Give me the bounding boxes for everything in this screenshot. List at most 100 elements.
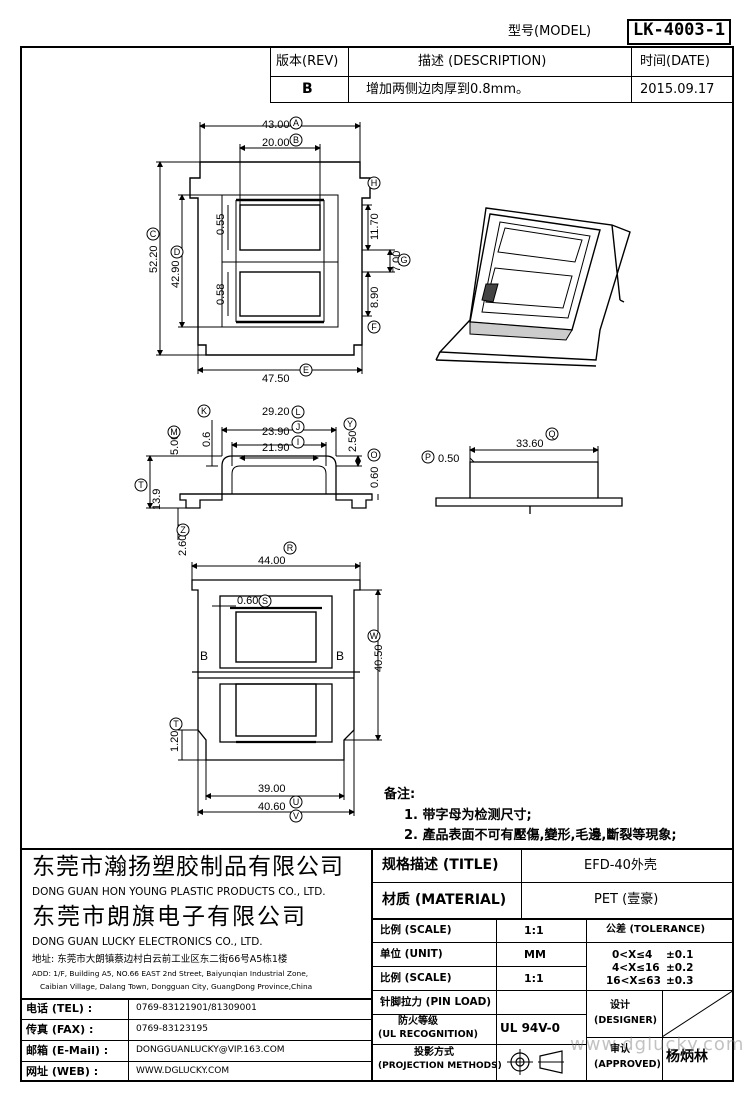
note-1: 1. 带字母为检测尺寸;	[404, 808, 532, 823]
dim-V-value: 40.60	[258, 801, 286, 813]
dim-B-value: 20.00	[262, 137, 290, 149]
tolerance-value-3: ±0.3	[666, 975, 694, 987]
svg-text:D: D	[174, 247, 181, 257]
marker-E	[299, 363, 313, 377]
designer-label-cn: 设计	[610, 1000, 630, 1011]
marker-C	[146, 227, 160, 241]
svg-text:J: J	[296, 422, 301, 432]
desc-label: 描述 (DESCRIPTION)	[418, 54, 547, 69]
pin-load-label: 针脚拉力 (PIN LOAD)	[380, 996, 492, 1008]
tolerance-range-2: 4<X≤16	[612, 962, 660, 974]
rev-label: 版本(REV)	[276, 54, 339, 69]
top-view-window-lower	[239, 271, 321, 317]
approved-label-en: (APPROVED)	[594, 1059, 661, 1070]
contact-tel-label: 电话 (TEL) :	[26, 1002, 93, 1015]
marker-V	[289, 809, 303, 823]
svg-text:F: F	[371, 322, 377, 332]
svg-text:G: G	[400, 255, 407, 265]
rev-value: B	[302, 81, 313, 97]
unit-label: 单位 (UNIT)	[380, 948, 443, 960]
marker-G	[397, 253, 411, 267]
scale-value: 1:1	[524, 924, 544, 937]
dim-A-value: 43.00	[262, 119, 290, 131]
address-en-1: ADD: 1/F, Building A5, NO.66 EAST 2nd St…	[32, 969, 309, 978]
svg-text:Z: Z	[180, 525, 186, 535]
material-value: PET (壹豪)	[594, 892, 659, 907]
note-2: 2. 產品表面不可有壓傷,變形,毛邊,斷裂等現象;	[404, 828, 677, 843]
contact-email-label: 邮箱 (E-Mail) :	[26, 1044, 109, 1057]
marker-I	[291, 435, 305, 449]
marker-T2	[169, 717, 183, 731]
company-name-2-cn: 东莞市朗旗电子有限公司	[32, 904, 307, 930]
svg-text:I: I	[297, 437, 300, 447]
revision-table	[270, 46, 734, 103]
svg-text:R: R	[287, 543, 294, 553]
marker-W	[367, 629, 381, 643]
ul-label-cn: 防火等级	[398, 1016, 438, 1027]
dim-U-value: 39.00	[258, 783, 286, 795]
side-view	[146, 420, 379, 540]
svg-text:E: E	[303, 365, 309, 375]
svg-text:B: B	[293, 135, 299, 145]
projection-symbol-icon	[507, 1049, 564, 1075]
marker-S	[258, 594, 272, 608]
dim-H-value: 11.70	[369, 213, 381, 240]
dim-Z-value: 2.60	[177, 535, 189, 556]
marker-F	[367, 320, 381, 334]
svg-text:P: P	[425, 452, 431, 462]
marker-A	[289, 116, 303, 130]
svg-text:O: O	[370, 450, 377, 460]
svg-text:S: S	[262, 596, 268, 606]
marker-T	[134, 478, 148, 492]
dim-F-value: 8.90	[369, 287, 381, 308]
scale2-label: 比例 (SCALE)	[380, 972, 452, 984]
approval-diagonal	[662, 990, 734, 1037]
designer-label-en: (DESIGNER)	[594, 1015, 657, 1026]
dim-I-value: 21.90	[262, 442, 290, 454]
top-view	[156, 122, 395, 374]
bottom-view	[178, 562, 382, 816]
dim-T2-value: 1.20	[169, 731, 181, 752]
marker-Q	[545, 427, 559, 441]
dim-055-value: 0.55	[215, 214, 227, 235]
scale2-value: 1:1	[524, 972, 544, 985]
material-label: 材质 (MATERIAL)	[382, 892, 507, 908]
isometric-view	[435, 207, 631, 367]
dim-Q-value: 33.60	[516, 438, 544, 450]
contact-fax-value: 0769-83123195	[136, 1024, 208, 1034]
model-value-box	[627, 19, 731, 45]
svg-text:T: T	[138, 480, 144, 490]
svg-text:L: L	[295, 407, 300, 417]
contact-email-value: DONGGUANLUCKY@VIP.163.COM	[136, 1045, 285, 1055]
marker-Z	[176, 523, 190, 537]
dim-R-value: 44.00	[258, 555, 286, 567]
dim-S-value: 0.60	[237, 595, 258, 607]
date-value: 2015.09.17	[640, 82, 715, 97]
bottom-view-b-right: B	[336, 649, 344, 663]
tolerance-range-1: 0<X≤4	[612, 949, 653, 961]
dim-P-value: 0.50	[438, 453, 459, 465]
title-value: EFD-40外壳	[584, 858, 657, 873]
contact-web-value: WWW.DGLUCKY.COM	[136, 1066, 230, 1076]
svg-text:W: W	[370, 631, 379, 641]
dim-C-value: 52.20	[148, 245, 160, 273]
svg-text:A: A	[293, 118, 299, 128]
drawing-frame	[20, 46, 734, 1082]
contact-tel-value: 0769-83121901/81309001	[136, 1003, 257, 1013]
company-name-1-cn: 东莞市瀚扬塑胶制品有限公司	[32, 854, 344, 880]
svg-text:C: C	[150, 229, 157, 239]
projection-label-en: (PROJECTION METHODS)	[378, 1061, 502, 1071]
approver-name: 杨炳林	[666, 1049, 708, 1065]
date-label: 时间(DATE)	[640, 54, 710, 69]
marker-Y	[343, 417, 357, 431]
marker-M	[167, 425, 181, 439]
tolerance-label: 公差 (TOLERANCE)	[606, 924, 706, 935]
address-cn: 地址: 东莞市大朗镇蔡边村白云前工业区东二街66号A5栋1楼	[32, 954, 288, 965]
right-side-view	[435, 446, 623, 514]
dim-058-value: 0.58	[215, 284, 227, 305]
watermark-text: www.dglucky.com	[570, 1034, 745, 1055]
address-en-2: Caibian Village, Dalang Town, Dongguan C…	[40, 982, 313, 991]
tolerance-range-3: 16<X≤63	[606, 975, 661, 987]
dim-T-value: 13.9	[151, 489, 163, 510]
title-label: 规格描述 (TITLE)	[382, 857, 499, 873]
